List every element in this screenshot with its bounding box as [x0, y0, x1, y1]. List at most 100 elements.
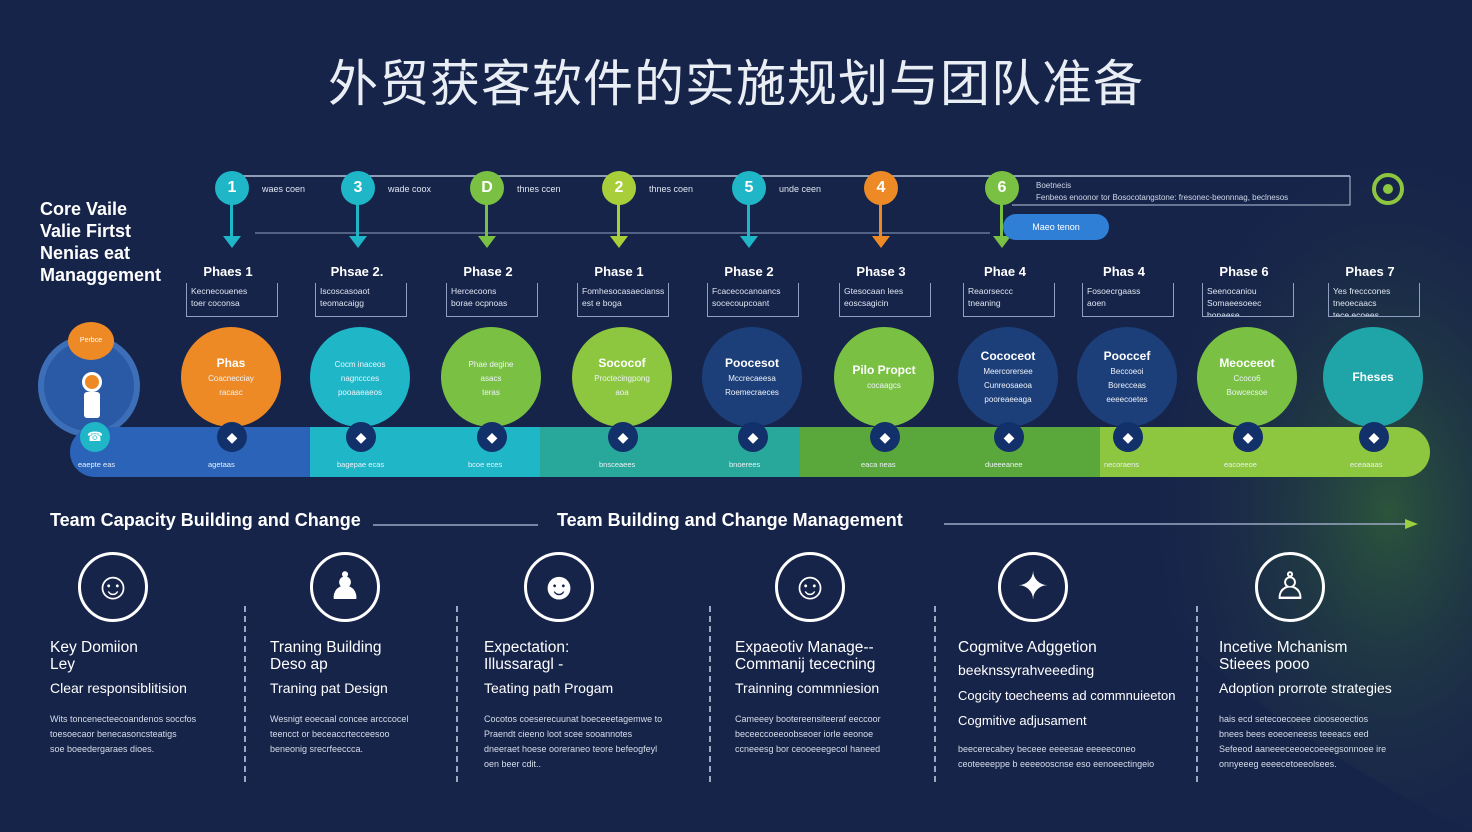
column-subheading-2: Cogcity toecheems ad commnuieeton: [958, 688, 1176, 703]
core-line-1: Core Vaile: [40, 199, 128, 219]
phase-circle-sub: pooaaeaeos: [337, 388, 383, 397]
network-icon: ✦: [998, 552, 1068, 622]
phase-box-line: toer coconsa: [191, 298, 240, 308]
column-body-line: ceoteeeeppe b eeeeooscnse eso eenoeectin…: [958, 759, 1155, 769]
phase-circle-sub: Roemecraeces: [725, 388, 779, 397]
column-divider: [709, 606, 711, 782]
column-heading: Expectation:: [484, 639, 570, 656]
pin-2: 3: [341, 171, 375, 205]
band-label: eacoeeoe: [1224, 460, 1257, 469]
target-icon: [1372, 173, 1404, 205]
core-value-label: Core Vaile Valie Firtst Nenias eat Manag…: [40, 198, 161, 286]
podium-icon: ♟: [310, 552, 380, 622]
band-label: eaepte eas: [78, 460, 116, 469]
phase-circle-sub: cocaagcs: [867, 381, 901, 390]
pin-label: wade coox: [388, 184, 432, 194]
phase-box: Hercecoons borae ocpnoas: [446, 283, 538, 317]
phase-icon: ◆: [994, 422, 1024, 452]
column-divider: [456, 606, 458, 782]
team-icon: ☻: [524, 552, 594, 622]
pin-tail: [485, 204, 488, 236]
column-subheading: Clear responsiblitision: [50, 680, 187, 696]
pin-tail: [356, 204, 359, 236]
column-body-line: teencct or beceaccrtecceesoo: [270, 729, 390, 739]
progress-band: [70, 427, 1430, 477]
column-heading: Expaeotiv Manage--: [735, 639, 874, 656]
section-left-title: Team Capacity Building and Chanɡe: [50, 510, 361, 530]
phase-box-line: Hercecoons: [451, 286, 497, 296]
tag-button[interactable]: Maeo tenon: [1003, 214, 1109, 240]
column-body-line: beneonig srecrfeeccca.: [270, 744, 364, 754]
phase-box-line: Fosoecrgaass: [1087, 286, 1141, 296]
pin-tail: [747, 204, 750, 236]
phase-circle-title: Pooccef: [1103, 349, 1151, 363]
phase-box-line: Somaeesoeec: [1207, 298, 1262, 308]
phase-circle: Fheses: [1323, 327, 1423, 427]
phase-circle-sub: Beccoeoi: [1110, 367, 1144, 376]
phase-circle-sub: Meercorersee: [983, 367, 1033, 376]
column-body-line: beceeccoeeoobseoer iorle eeonoe: [735, 729, 874, 739]
phase-heading: Phase 3: [856, 264, 906, 279]
phase-icon: ◆: [477, 422, 507, 452]
band-label: bcoe eces: [468, 460, 503, 469]
phase-box-line: Gtesocaan lees: [844, 286, 904, 296]
phase-circle-sub: nagnccces: [340, 374, 380, 383]
pin-label: thnes coen: [649, 184, 694, 194]
column-divider: [244, 606, 246, 782]
phase-circle-sub: Cunreosaeoa: [983, 381, 1033, 390]
pin-arrow-icon: [740, 236, 758, 248]
pin-tail: [230, 204, 233, 236]
phase-box-line: Fcacecocanoancs: [712, 286, 781, 296]
column-body-line: onnyeeeg eeeecetoeeolsees.: [1219, 759, 1337, 769]
column-heading: Traning Building: [270, 639, 382, 656]
top-note-title: Boetnecis: [1036, 181, 1072, 190]
pin-tail: [1000, 204, 1003, 236]
column-heading: Incetive Mchanism: [1219, 639, 1348, 656]
phase-circle-sub: asacs: [480, 374, 502, 383]
column-subheading: Traning pat Design: [270, 680, 388, 696]
phase-circle: Cocm inaceos nagnccces pooaaeaeos: [310, 327, 410, 427]
worker-icon: ☺: [78, 552, 148, 622]
phase-circle-sub: Ccoco6: [1233, 374, 1261, 383]
phase-circle-sub: eeeecoetes: [1106, 395, 1148, 404]
pin-4: 2: [602, 171, 636, 205]
band-label: eaca neas: [861, 460, 896, 469]
phase-box-line: teomacaigg: [320, 298, 364, 308]
phase-heading: Phae 4: [984, 264, 1026, 279]
phase-box-line: borae ocpnoas: [451, 298, 508, 308]
column-body-line: ccneeesg bor ceooeeegecol haneed: [735, 744, 881, 754]
column-body-line: soe boeedergaraes dioes.: [50, 744, 155, 754]
phase-box-line: tneaning: [968, 298, 1001, 308]
phase-circle-sub: Cocm inaceos: [334, 360, 386, 369]
column-subheading-3: Cogmitive adjusament: [958, 713, 1087, 728]
column-subheading: Adoption prorrote strategies: [1219, 680, 1392, 696]
column-heading-2: Deso ap: [270, 656, 328, 673]
phase-heading: Phsae 2.: [330, 264, 384, 279]
phase-circle-title: Fheses: [1352, 370, 1394, 384]
phase-icon: ◆: [738, 422, 768, 452]
phase-heading: Phaes 1: [203, 264, 253, 279]
band-segment: [70, 427, 310, 477]
phase-circle-title: Poocesot: [724, 356, 779, 370]
phase-box-line: Seenocaniou: [1207, 286, 1257, 296]
column-subheading: beeknssyrahveeeding: [958, 662, 1095, 678]
pin-arrow-icon: [993, 236, 1011, 248]
phase-box-line: Reaorseccc: [968, 286, 1013, 296]
column-heading: Key Domiion: [50, 639, 138, 656]
phase-circle-sub: racasc: [219, 388, 243, 397]
column-body-line: hais ecd setecoecoeee ciooseoectios: [1219, 714, 1369, 724]
column-body-line: dneeraet hoese ooreraneo teore befeogfey…: [484, 744, 658, 754]
phase-heading: Phase 6: [1219, 264, 1269, 279]
pin-arrow-icon: [610, 236, 628, 248]
